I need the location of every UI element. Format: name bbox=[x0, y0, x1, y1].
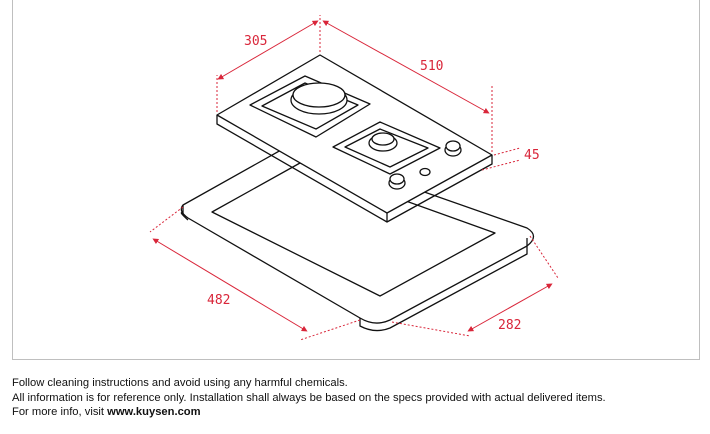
cutout-frame bbox=[180, 144, 535, 332]
note-more-info-text: For more info, visit bbox=[12, 406, 108, 418]
dimension-height-label: 45 bbox=[524, 148, 540, 163]
dimension-width-label: 305 bbox=[244, 34, 267, 49]
dimension-cutout-width-label: 282 bbox=[498, 318, 521, 333]
note-cleaning: Follow cleaning instructions and avoid u… bbox=[12, 377, 348, 389]
dimension-depth-label: 510 bbox=[420, 59, 443, 74]
note-disclaimer: All information is for reference only. I… bbox=[12, 391, 606, 404]
hob-diagram: 305 510 45 482 282 bbox=[149, 15, 559, 341]
website-link[interactable]: www.kuysen.com bbox=[107, 406, 201, 418]
knob bbox=[388, 173, 406, 190]
ignition-button bbox=[419, 167, 431, 177]
note-more-info: For more info, visit www.kuysen.com bbox=[12, 405, 606, 420]
knob bbox=[444, 140, 462, 157]
notes: Follow cleaning instructions and avoid u… bbox=[12, 376, 606, 420]
dimension-cutout-depth-label: 482 bbox=[207, 293, 230, 308]
diagram-frame bbox=[12, 0, 700, 360]
